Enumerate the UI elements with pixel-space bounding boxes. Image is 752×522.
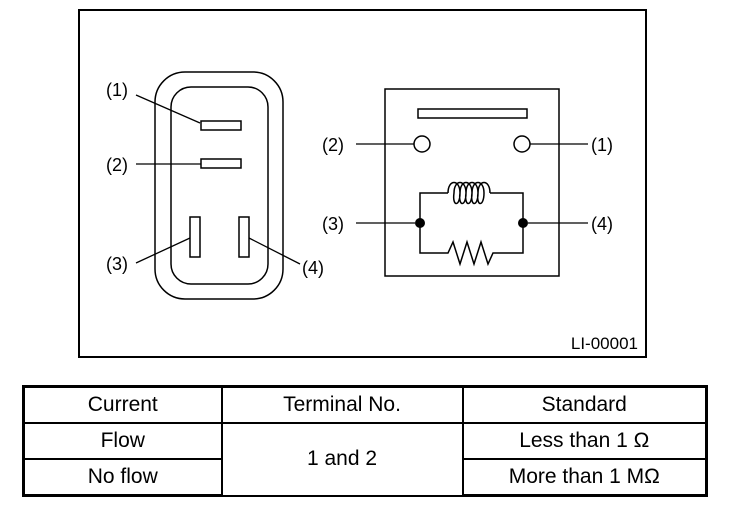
relay-node-4 [518,218,528,228]
relay-bar [417,108,528,119]
connector-pin-2 [200,158,242,169]
table-header-row: Current Terminal No. Standard [22,385,708,424]
relay-terminal-2 [413,135,431,153]
relay-leader-lines [356,143,588,224]
cell-current: Flow [22,422,223,460]
relay-label-1: (1) [591,135,613,155]
header-standard: Standard [461,385,708,424]
relay-coil [419,181,524,223]
relay-label-4: (4) [591,214,613,234]
connector-pin-3 [189,216,201,258]
connector-outline [154,71,284,300]
connector-label-2: (2) [106,155,128,175]
relay-node-3 [415,218,425,228]
cell-standard: Less than 1 Ω [461,422,708,460]
connector-label-4: (4) [302,258,324,278]
cell-current: No flow [22,458,223,497]
table-row: Flow 1 and 2 Less than 1 Ω [22,422,708,497]
cell-terminal: 1 and 2 [220,422,464,497]
relay-body [384,88,560,277]
figure-code: LI-00001 [571,334,638,353]
connector-pin-1 [200,120,242,131]
relay-label-2: (2) [322,135,344,155]
relay-label-3: (3) [322,214,344,234]
cell-standard: More than 1 MΩ [461,458,708,497]
relay-diagram: (1) (2) (3) (4) (2) (1) (3) (4) LI-00001 [78,9,647,358]
connector-label-3: (3) [106,254,128,274]
spec-table: Current Terminal No. Standard Flow 1 and… [22,385,708,497]
relay-terminal-1 [513,135,531,153]
relay-resistor [419,223,524,267]
header-current: Current [22,385,223,424]
connector-leader-lines [135,94,301,265]
connector-label-1: (1) [106,80,128,100]
connector-pin-4 [238,216,250,258]
figure-frame [78,9,647,358]
table-row: No flow More than 1 MΩ [22,458,708,497]
header-terminal: Terminal No. [220,385,464,424]
